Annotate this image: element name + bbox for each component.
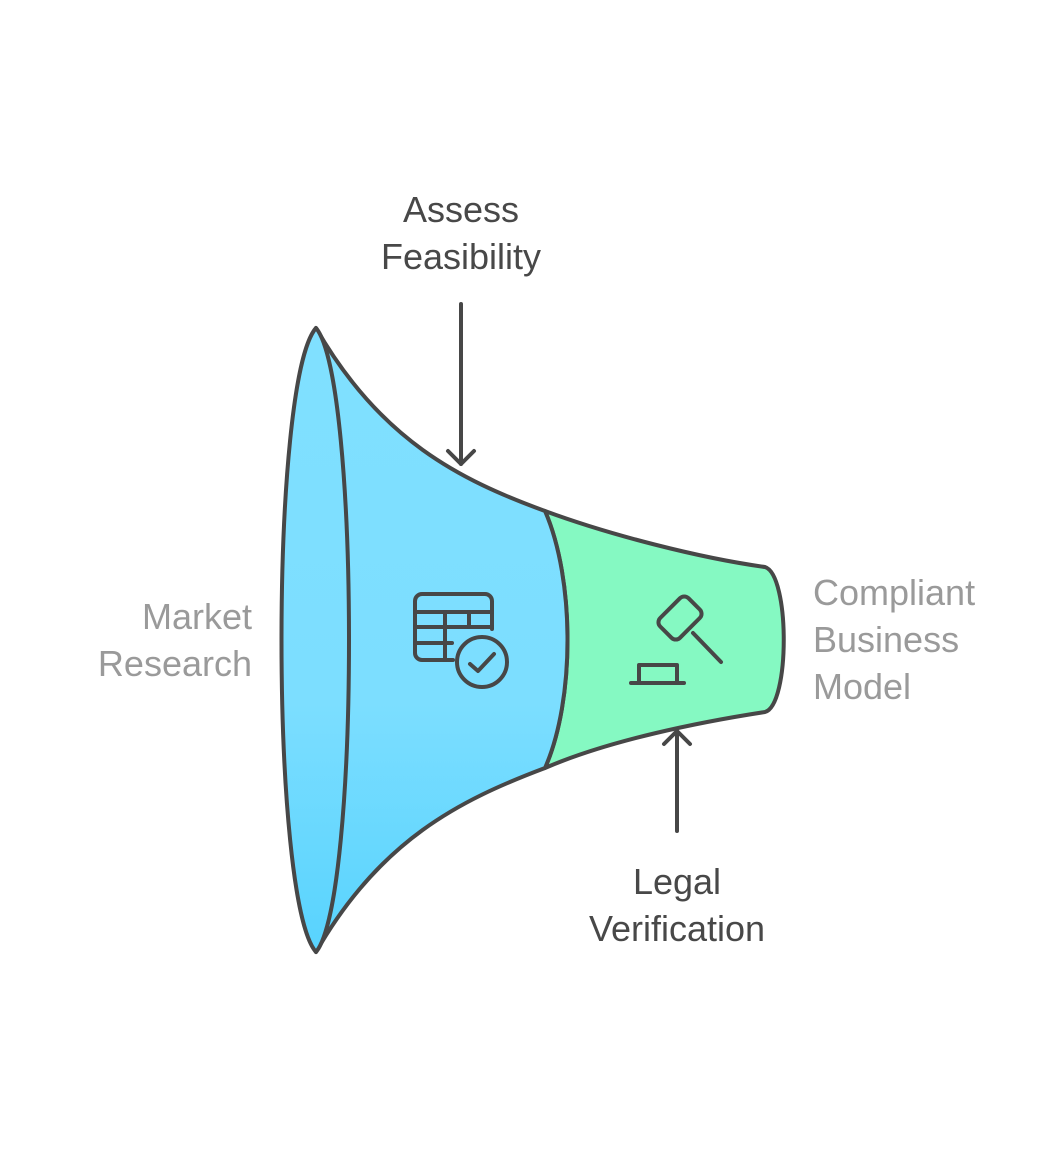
label-line: Assess <box>402 189 520 230</box>
label-line: Business <box>813 619 960 660</box>
label-line: Feasibility <box>380 236 542 277</box>
legal-arrow <box>662 729 692 833</box>
stage-2-section <box>543 509 786 770</box>
gavel-icon <box>629 594 723 685</box>
label-line: Legal <box>632 861 722 902</box>
funnel-mouth-ellipse <box>279 326 351 954</box>
spreadsheet-check-icon <box>413 592 509 689</box>
label-legal-verification: Legal Verification <box>557 858 797 952</box>
label-line: Compliant <box>813 572 976 613</box>
label-line: Research <box>97 643 252 684</box>
label-assess-feasibility: Assess Feasibility <box>361 186 561 280</box>
label-line: Model <box>813 666 912 707</box>
label-market-research: Market Research <box>52 593 252 687</box>
assess-arrow <box>446 302 476 466</box>
label-line: Verification <box>588 908 766 949</box>
label-line: Market <box>141 596 252 637</box>
label-compliant-business-model: Compliant Business Model <box>813 569 1053 710</box>
